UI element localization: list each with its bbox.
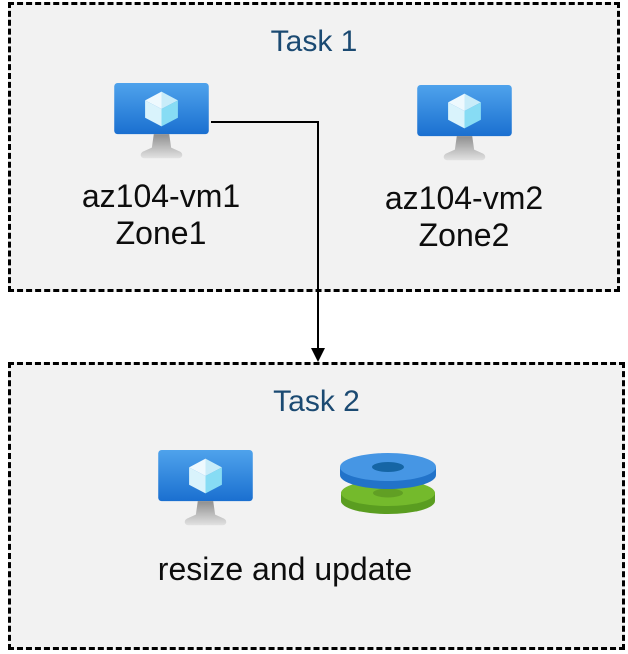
task1-box: Task 1 az104-vm1 Zone1 az104-vm2 Zone2 — [8, 2, 620, 292]
task2-box: Task 2 resize and update — [8, 362, 625, 650]
flow-arrowhead-icon — [311, 348, 325, 362]
virtual-machine-icon — [157, 450, 254, 532]
vm1-name-label: az104-vm1 — [81, 178, 241, 214]
task2-title: Task 2 — [273, 385, 360, 418]
virtual-machine-icon — [416, 85, 513, 167]
vm1-group: az104-vm1 Zone1 — [61, 83, 261, 252]
task2-caption: resize and update — [157, 551, 413, 587]
virtual-machine-icon — [113, 83, 210, 165]
vm2-name-label: az104-vm2 — [384, 180, 544, 216]
disk-icon — [338, 445, 438, 515]
vm2-zone-label: Zone2 — [418, 217, 510, 253]
task1-title: Task 1 — [270, 25, 358, 58]
vm2-group: az104-vm2 Zone2 — [364, 85, 564, 254]
vm1-zone-label: Zone1 — [115, 215, 207, 251]
